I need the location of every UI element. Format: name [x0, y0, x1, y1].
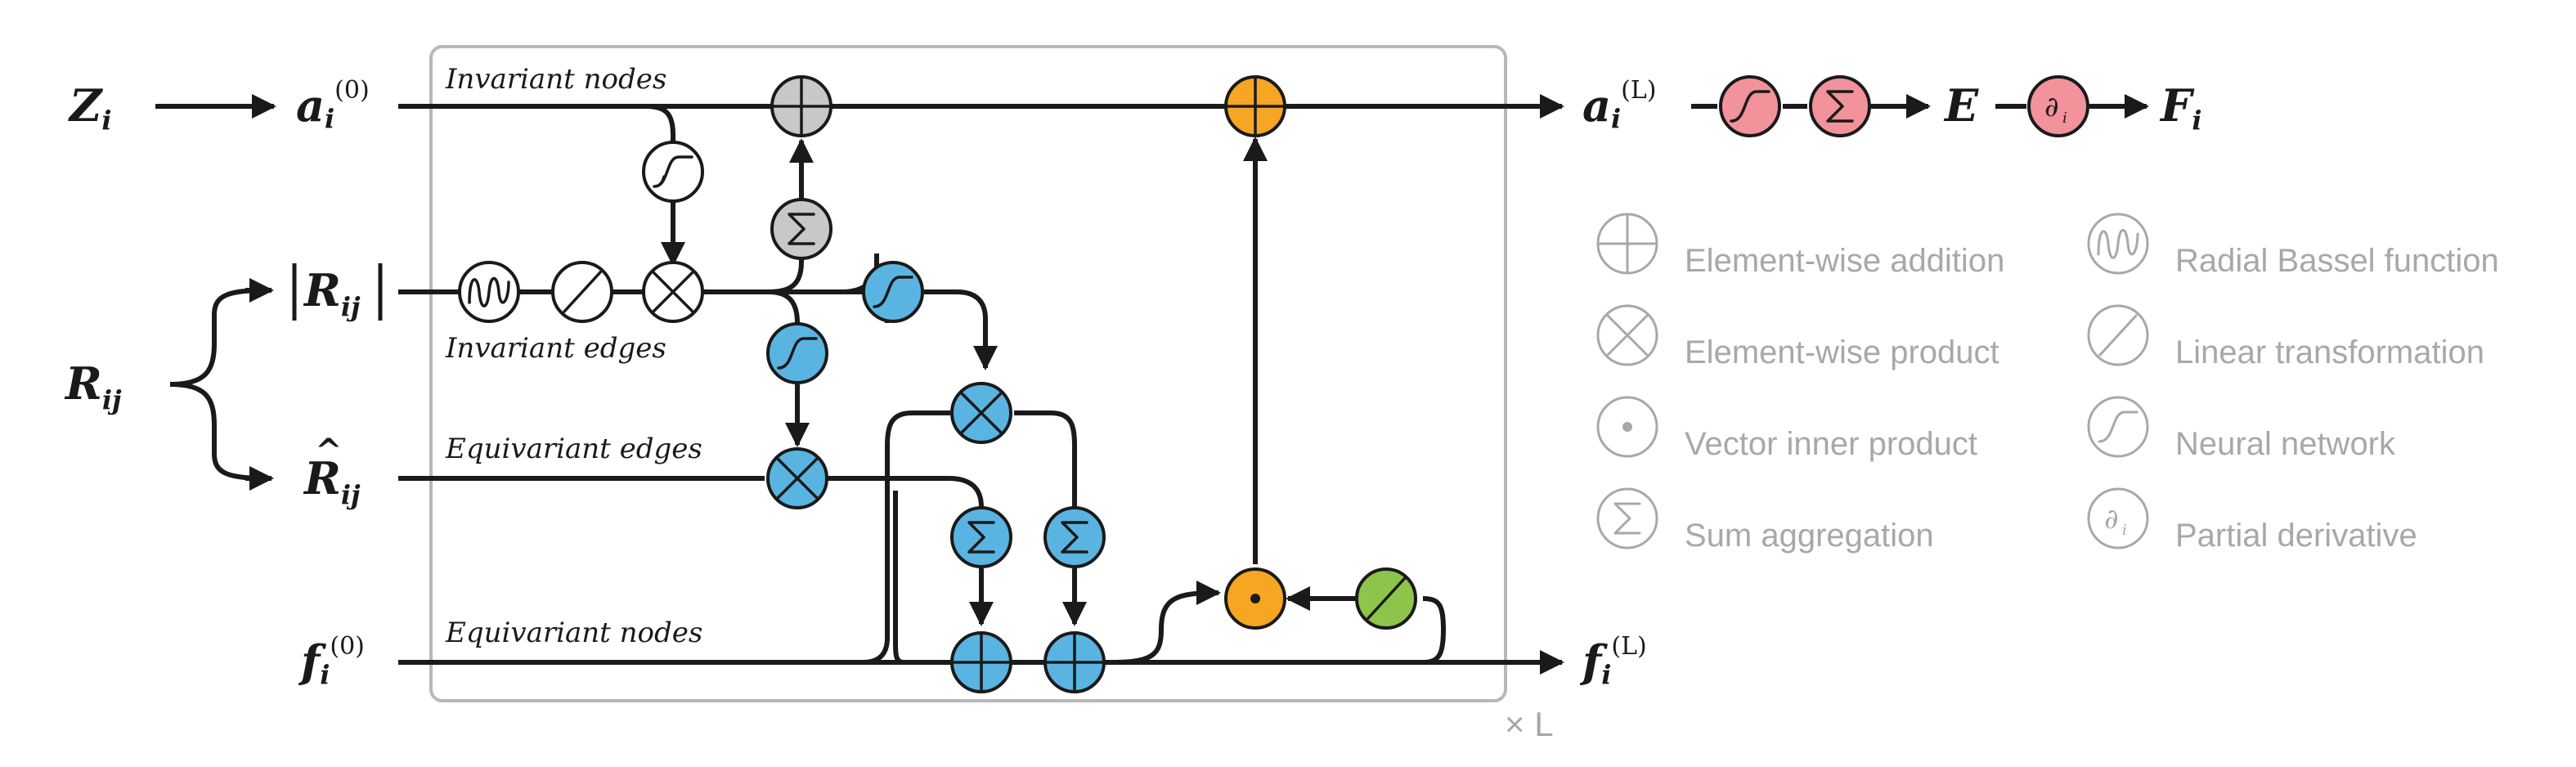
legend-label-addition: Element-wise addition — [1685, 243, 2004, 279]
wire-eq-edge-riser — [893, 491, 904, 665]
wire-eq-edge-to-sum — [828, 476, 984, 511]
label-rabs: Rij — [292, 263, 383, 322]
wire-edge-down — [768, 289, 800, 324]
orange-inner-product-node — [1224, 567, 1286, 630]
blue-product-node-upper — [950, 382, 1012, 444]
svg-text:∂: ∂ — [2104, 503, 2119, 536]
svg-text:∂: ∂ — [2044, 91, 2059, 123]
legend-label-linear: Linear transformation — [2175, 334, 2484, 370]
label-z: Zi — [68, 79, 112, 136]
wire-to-upper-sum — [768, 253, 863, 294]
svg-text:^: ^ — [315, 432, 343, 470]
edge-label-invariant-nodes: Invariant nodes — [445, 63, 666, 96]
green-linear-node — [1355, 567, 1417, 630]
vector-inner-product-icon — [1596, 396, 1658, 458]
blue-nn-node-horizontal — [862, 261, 924, 323]
radial-bessel-node — [458, 261, 520, 323]
interaction-block-box — [429, 45, 1507, 702]
pink-partial-derivative-node: ∂ i — [2027, 75, 2089, 137]
wire-loop-to-linear — [1422, 596, 1447, 665]
input-brace — [169, 288, 271, 481]
label-r: Rij — [64, 357, 122, 415]
blue-product-node-edges — [766, 447, 828, 509]
blue-nn-node-vertical — [766, 322, 828, 384]
blue-add-node-2 — [1043, 631, 1106, 693]
svg-text:i: i — [2062, 110, 2067, 127]
linear-node — [551, 261, 613, 323]
gray-add-node — [770, 75, 832, 137]
pink-sum-node — [1809, 75, 1871, 137]
wire-inv-node-branch — [645, 104, 675, 147]
wire-product-to-eqnodes — [862, 410, 950, 665]
blue-sum-node-2 — [1043, 506, 1106, 568]
label-force: Fi — [2159, 79, 2202, 136]
edge-label-invariant-edges: Invariant edges — [445, 332, 666, 365]
radial-bessel-function-icon — [2087, 213, 2149, 275]
legend-label-inner: Vector inner product — [1685, 426, 1977, 462]
blue-sum-node-1 — [950, 506, 1012, 568]
svg-text:i: i — [2122, 522, 2127, 539]
label-f0: fi(0) — [298, 632, 365, 690]
edge-label-equivariant-nodes: Equivariant nodes — [445, 617, 702, 649]
label-a0: ai(0) — [296, 76, 370, 134]
legend-label-nn: Neural network — [2175, 426, 2396, 462]
orange-add-node — [1224, 75, 1286, 137]
legend: Element-wise addition Radial Bassel func… — [1596, 213, 2499, 554]
label-rhat: ^ Rij — [303, 432, 361, 510]
sum-aggregation-icon — [1596, 487, 1658, 549]
repeat-label: × L — [1505, 705, 1554, 743]
white-product-node — [642, 261, 704, 323]
legend-label-product: Element-wise product — [1685, 334, 1999, 370]
element-wise-addition-icon — [1596, 213, 1658, 275]
blue-add-node-1 — [950, 631, 1012, 693]
invariant-node-nn — [642, 141, 704, 203]
legend-label-bessel: Radial Bassel function — [2175, 243, 2499, 279]
label-al: ai(L) — [1582, 76, 1657, 134]
label-energy: E — [1943, 79, 1979, 132]
wire-product-to-sum2 — [1014, 410, 1077, 511]
element-wise-product-icon — [1596, 304, 1658, 366]
label-fl: fi(L) — [1579, 632, 1647, 690]
neural-network-icon — [2087, 396, 2149, 458]
edge-label-equivariant-edges: Equivariant edges — [445, 433, 702, 465]
gray-sum-node — [770, 198, 832, 260]
partial-derivative-icon: ∂ i — [2087, 487, 2149, 549]
svg-text:Rij: Rij — [303, 452, 361, 510]
wire-hnn-to-product — [924, 289, 998, 370]
svg-text:Rij: Rij — [303, 264, 361, 322]
legend-label-sum: Sum aggregation — [1685, 518, 1934, 554]
pink-nn-node — [1719, 75, 1781, 137]
legend-label-derivative: Partial derivative — [2175, 518, 2417, 554]
linear-transformation-icon — [2087, 304, 2149, 366]
wire-to-inner-product — [1111, 581, 1221, 665]
